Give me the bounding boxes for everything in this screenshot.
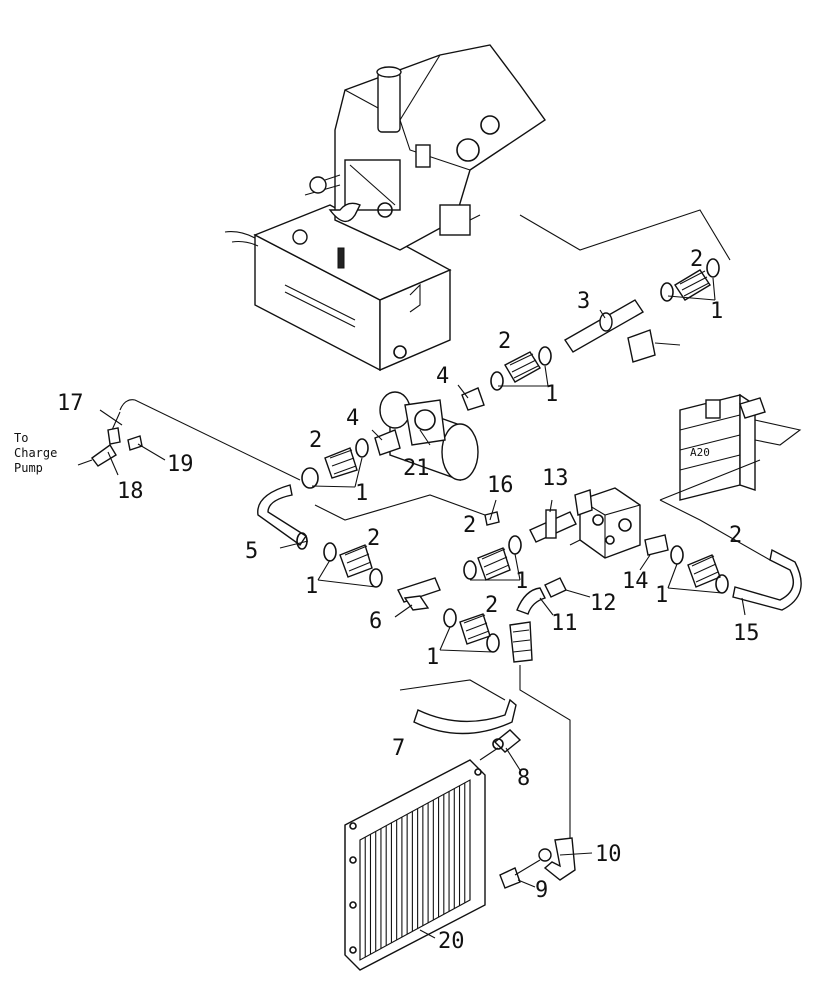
return-line-fittings (461, 258, 720, 411)
directional-valve-a20 (659, 393, 802, 501)
callout-7: 7 (392, 736, 405, 761)
elbow-and-tube (399, 577, 571, 840)
callout-labels: 1 2 3 1 2 4 4 2 1 21 17 18 19 5 2 1 6 2 … (14, 247, 760, 954)
callout-2-e: 2 (485, 593, 498, 618)
middle-fittings (463, 509, 577, 581)
callout-14: 14 (622, 569, 649, 594)
leader-tank-return (519, 209, 731, 261)
callout-3: 3 (577, 289, 590, 314)
cooler-inlet-hose (413, 698, 522, 761)
hydraulic-tank (224, 44, 546, 372)
callout-2-g: 2 (729, 523, 742, 548)
callout-1-d: 1 (305, 574, 318, 599)
callout-2-c: 2 (309, 428, 322, 453)
callout-1-f: 1 (515, 569, 528, 594)
callout-2-d: 2 (367, 526, 380, 551)
callout-11: 11 (551, 611, 578, 636)
callout-18: 18 (117, 479, 144, 504)
callout-4-a: 4 (436, 364, 449, 389)
callout-17: 17 (57, 391, 84, 416)
callout-1-b: 1 (545, 382, 558, 407)
callout-1-a: 1 (710, 299, 723, 324)
hose-and-lower-fittings (257, 484, 500, 653)
callout-2-a: 2 (690, 247, 703, 272)
callout-15: 15 (733, 621, 760, 646)
charge-pump-label-line-2: Charge (14, 446, 57, 460)
callout-12: 12 (590, 591, 617, 616)
charge-pump-label-line-3: Pump (14, 461, 43, 475)
charge-pump-fittings (77, 399, 301, 481)
callout-leaders (99, 277, 746, 939)
callout-6: 6 (369, 609, 382, 634)
callout-20: 20 (438, 929, 465, 954)
callout-10: 10 (595, 842, 622, 867)
callout-13: 13 (542, 466, 569, 491)
callout-1-c: 1 (355, 481, 368, 506)
callout-1-g: 1 (655, 583, 668, 608)
callout-8: 8 (517, 766, 530, 791)
oil-cooler (344, 759, 486, 971)
filter-assembly (301, 391, 479, 489)
callout-2-f: 2 (463, 513, 476, 538)
valve-block (569, 487, 802, 611)
callout-1-e: 1 (426, 645, 439, 670)
callout-19: 19 (167, 452, 194, 477)
callout-9: 9 (535, 878, 548, 903)
charge-pump-label-line-1: To (14, 431, 28, 445)
cooler-outlet-fittings (499, 837, 576, 889)
callout-5: 5 (245, 539, 258, 564)
valve-a20-label: A20 (690, 446, 710, 459)
callout-16: 16 (487, 473, 514, 498)
callout-4-b: 4 (346, 406, 359, 431)
callout-21: 21 (403, 456, 430, 481)
callout-2-b: 2 (498, 329, 511, 354)
